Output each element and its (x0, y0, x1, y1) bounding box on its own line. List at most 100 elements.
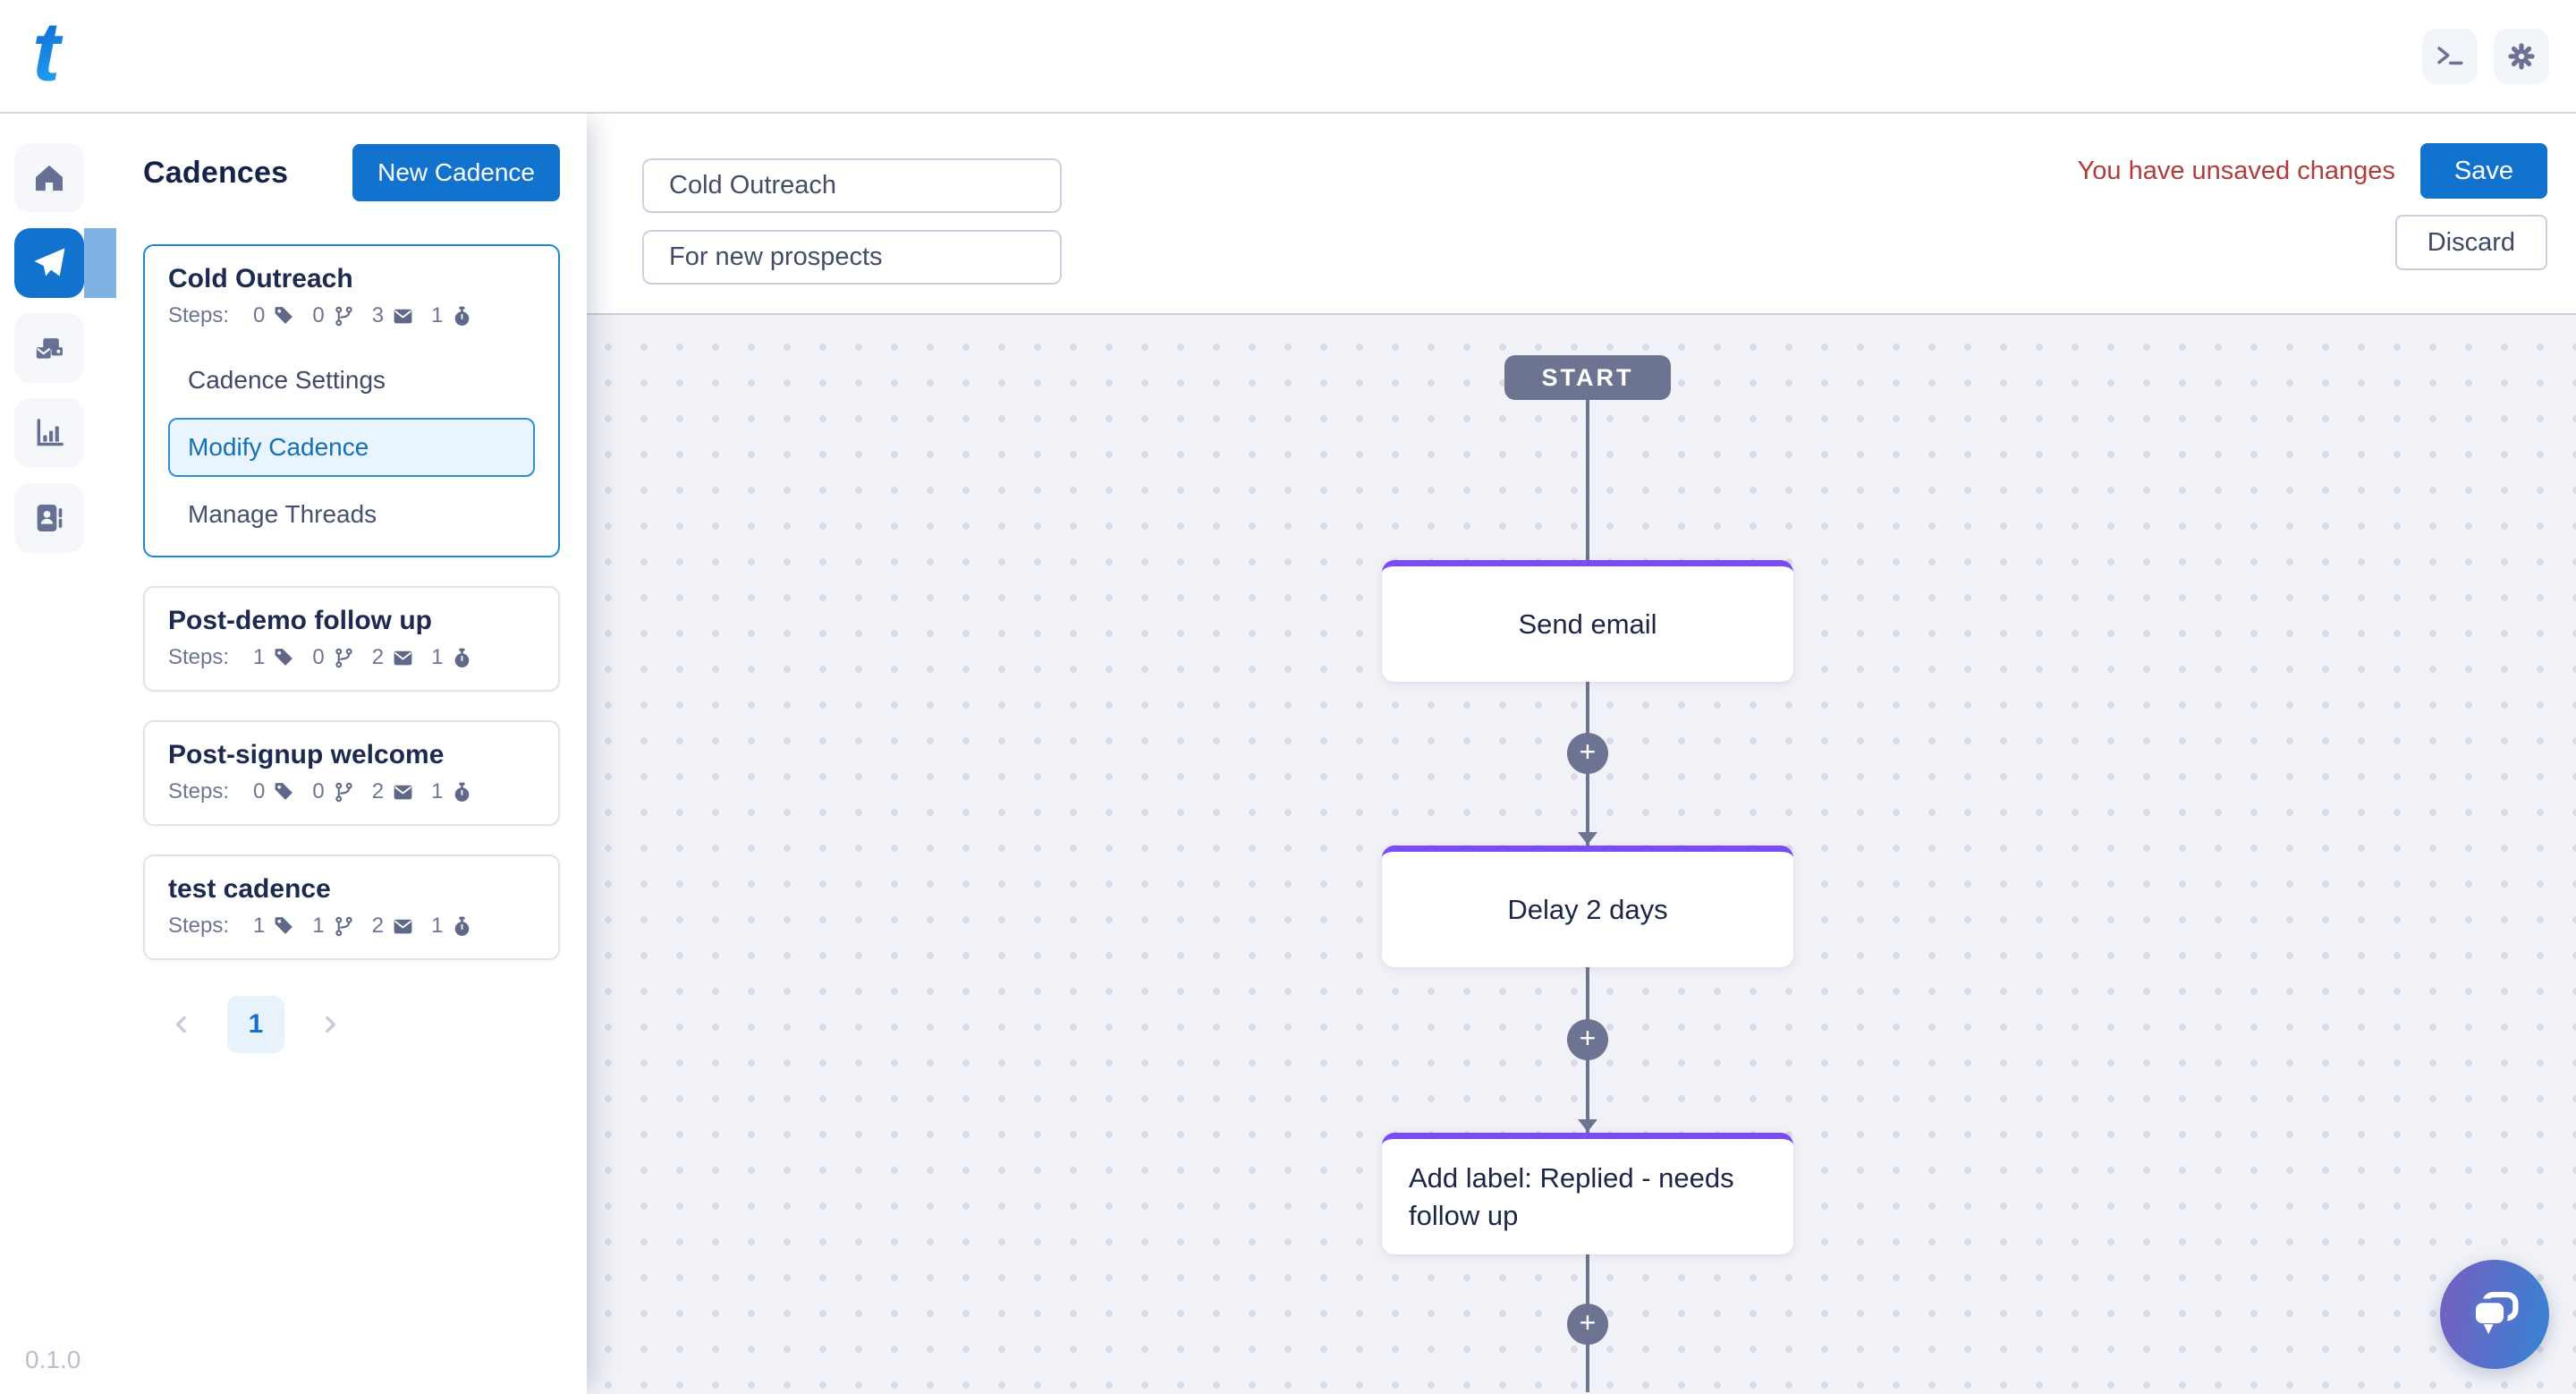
steps-label: Steps: (168, 645, 230, 669)
flow-start-node[interactable]: START (1504, 355, 1671, 400)
branch-count: 0 (312, 645, 325, 669)
cadence-editor: You have unsaved changes Save Discard ST… (587, 114, 2576, 1394)
mail-icon (392, 647, 414, 669)
tag-count: 1 (253, 914, 266, 938)
add-step-button[interactable]: + (1567, 1019, 1608, 1060)
discard-button[interactable]: Discard (2394, 215, 2547, 270)
nav-rail: 0.1.0 (0, 114, 116, 1394)
branch-icon (333, 647, 355, 669)
pagination: 1 (168, 996, 560, 1053)
add-step-button[interactable]: + (1567, 1304, 1608, 1345)
mail-count: 2 (371, 779, 385, 803)
steps-label: Steps: (168, 779, 230, 803)
arrow-down-icon (1578, 1119, 1597, 1132)
save-button[interactable]: Save (2419, 143, 2547, 199)
nav-cadences-button[interactable] (14, 228, 84, 298)
editor-actions: You have unsaved changes Save Discard (2078, 143, 2547, 270)
pagination-current-page[interactable]: 1 (227, 996, 284, 1053)
branch-icon (333, 781, 355, 803)
branch-icon (333, 305, 355, 327)
cadence-name: Post-demo follow up (168, 606, 432, 635)
flow-node-delay[interactable]: Delay 2 days (1382, 846, 1793, 967)
branch-count: 0 (312, 779, 325, 803)
arrow-down-icon (1578, 832, 1597, 845)
steps-label: Steps: (168, 914, 230, 938)
cadence-card-post-signup[interactable]: Post-signup welcome Steps: 0 0 2 1 (143, 720, 560, 826)
settings-button[interactable] (2494, 28, 2549, 84)
terminal-icon (2434, 40, 2466, 72)
chat-bubble-icon (2465, 1285, 2524, 1344)
home-icon (31, 160, 67, 196)
chat-widget-button[interactable] (2440, 1260, 2549, 1369)
chevron-right-icon (317, 1011, 343, 1038)
nav-item-cadences-row (0, 228, 116, 298)
pagination-prev-button[interactable] (168, 1011, 195, 1038)
bar-chart-icon (31, 415, 67, 451)
app-logo: t (27, 9, 72, 103)
mail-count: 3 (371, 303, 385, 327)
page-title: Cadences (143, 155, 289, 190)
save-row: You have unsaved changes Save (2078, 143, 2547, 199)
mail-icon (392, 305, 414, 327)
timer-count: 1 (431, 303, 444, 327)
top-bar: t (0, 0, 2576, 114)
cadence-menu: Cadence Settings Modify Cadence Manage T… (168, 366, 535, 529)
contacts-icon (31, 500, 67, 536)
nav-analytics-button[interactable] (14, 398, 84, 468)
unsaved-changes-message: You have unsaved changes (2077, 156, 2395, 185)
cadence-name: Cold Outreach (168, 264, 353, 293)
nav-contacts-button[interactable] (14, 483, 84, 553)
nav-campaigns-button[interactable] (14, 313, 84, 383)
menu-item-cadence-settings[interactable]: Cadence Settings (188, 366, 386, 394)
timer-icon (451, 915, 473, 938)
cadences-panel: Cadences New Cadence Cold Outreach Steps… (116, 114, 587, 1394)
branch-icon (333, 915, 355, 938)
nav-item-analytics-row (0, 398, 116, 468)
cadence-steps-row: Steps: 1 1 2 1 (168, 914, 535, 939)
new-cadence-button[interactable]: New Cadence (352, 144, 560, 201)
cadence-steps-row: Steps: 1 0 2 1 (168, 645, 535, 670)
tag-count: 1 (253, 645, 266, 669)
chevron-left-icon (168, 1011, 195, 1038)
content-row: 0.1.0 Cadences New Cadence Cold Outreach… (0, 114, 2576, 1394)
cadence-name: Post-signup welcome (168, 740, 445, 769)
tag-count: 0 (253, 779, 266, 803)
cadence-description-input[interactable] (642, 230, 1062, 285)
mail-count: 2 (371, 914, 385, 938)
add-step-button[interactable]: + (1567, 733, 1608, 774)
nav-item-home-row (0, 143, 116, 213)
mail-stack-icon (31, 330, 67, 366)
mail-count: 2 (371, 645, 385, 669)
timer-icon (451, 781, 473, 803)
flow-node-add-label[interactable]: Add label: Replied - needs follow up (1382, 1133, 1793, 1254)
pagination-next-button[interactable] (317, 1011, 343, 1038)
cadence-name: test cadence (168, 874, 331, 904)
branch-count: 1 (312, 914, 325, 938)
nav-home-button[interactable] (14, 143, 84, 213)
timer-count: 1 (431, 645, 444, 669)
cadence-name-input[interactable] (642, 158, 1062, 213)
flow-canvas[interactable]: START Send email + Delay 2 days + Add la… (587, 315, 2576, 1394)
timer-count: 1 (431, 779, 444, 803)
send-icon (31, 245, 67, 281)
branch-count: 0 (312, 303, 325, 327)
menu-item-manage-threads[interactable]: Manage Threads (188, 500, 377, 528)
cadences-panel-header: Cadences New Cadence (143, 144, 560, 201)
gear-icon (2505, 40, 2538, 72)
timer-icon (451, 305, 473, 327)
cadence-card-cold-outreach[interactable]: Cold Outreach Steps: 0 0 3 1 Cadence Set… (143, 244, 560, 557)
timer-icon (451, 647, 473, 669)
tag-icon (273, 647, 295, 669)
flow-node-send-email[interactable]: Send email (1382, 560, 1793, 682)
editor-inputs (642, 158, 1062, 285)
app-version: 0.1.0 (25, 1346, 81, 1373)
menu-item-modify-cadence[interactable]: Modify Cadence (168, 418, 535, 477)
cadence-card-test[interactable]: test cadence Steps: 1 1 2 1 (143, 854, 560, 960)
nav-item-campaigns-row (0, 313, 116, 383)
terminal-button[interactable] (2422, 28, 2478, 84)
editor-header: You have unsaved changes Save Discard (587, 114, 2576, 315)
nav-item-contacts-row (0, 483, 116, 553)
tag-count: 0 (253, 303, 266, 327)
cadence-card-post-demo[interactable]: Post-demo follow up Steps: 1 0 2 1 (143, 586, 560, 692)
